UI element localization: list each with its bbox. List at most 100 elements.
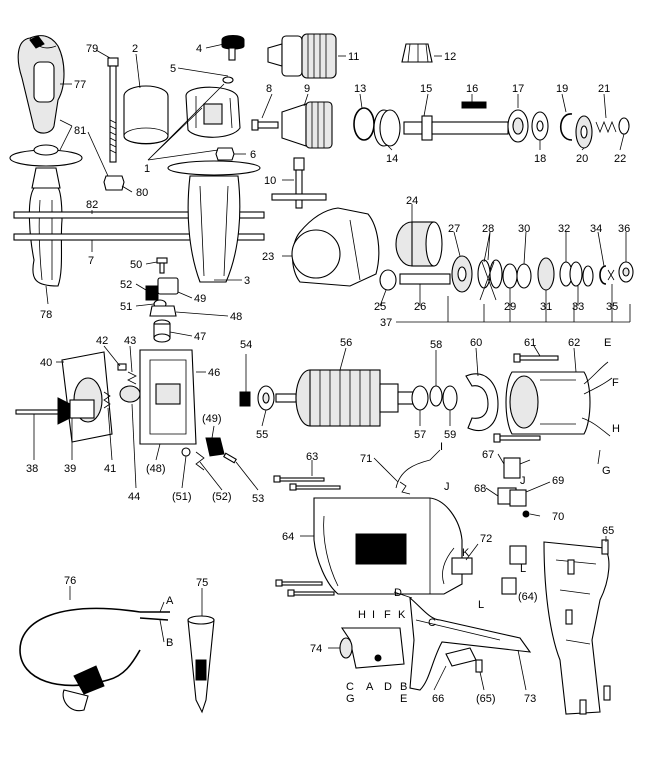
callout-54: 54 [240, 339, 252, 351]
callout-E-switch: E [400, 693, 407, 705]
callout-28: 28 [482, 223, 494, 235]
washer-part-30 [516, 263, 532, 289]
callout-H-switch: H [358, 609, 366, 621]
callout-64: 64 [282, 531, 294, 543]
callout-13: 13 [354, 83, 366, 95]
callout-77: 77 [74, 79, 86, 91]
key-part-16 [461, 101, 487, 109]
spring-part-52-alt [195, 451, 205, 471]
callout-14: 14 [386, 153, 398, 165]
callout-64-paren: (64) [518, 591, 538, 603]
callout-26: 26 [414, 301, 426, 313]
bearing-plate-part-40 [61, 351, 113, 443]
gear-housing-part-46 [139, 349, 197, 445]
callout-10: 10 [264, 175, 276, 187]
bearing-part-55 [257, 385, 275, 411]
callout-35: 35 [606, 301, 618, 313]
callout-61: 61 [524, 337, 536, 349]
callout-48: 48 [230, 311, 242, 323]
baffle-part-60 [465, 373, 499, 431]
callout-A-cord: A [166, 595, 174, 607]
chuck-nut-part-12 [401, 43, 433, 63]
callout-41: 41 [104, 463, 116, 475]
depth-rod-part-7 [13, 233, 265, 241]
callout-78: 78 [40, 309, 52, 321]
spring-wire-part-71 [395, 449, 441, 495]
callout-38: 38 [26, 463, 38, 475]
callout-72: 72 [480, 533, 492, 545]
spring-part-21 [595, 120, 617, 134]
callout-D-switch: D [384, 681, 392, 693]
callout-69: 69 [552, 475, 564, 487]
callout-73: 73 [524, 693, 536, 705]
screw-part-61-lower [493, 433, 541, 443]
callout-H-top: H [612, 423, 620, 435]
callout-32: 32 [558, 223, 570, 235]
callout-33: 33 [572, 301, 584, 313]
callout-42: 42 [96, 335, 108, 347]
side-handle-part-81 [9, 144, 83, 189]
callout-75: 75 [196, 577, 208, 589]
bolt-part-79 [107, 57, 119, 163]
bushing-part-47 [153, 319, 171, 343]
callout-labels: 79 2 4 5 11 12 77 81 8 9 13 15 16 17 19 … [26, 43, 630, 705]
callout-22: 22 [614, 153, 626, 165]
spring-part-41 [103, 391, 111, 409]
pin-part-42 [117, 363, 127, 371]
callout-57: 57 [414, 429, 426, 441]
leader-lines [33, 43, 627, 691]
ball-part-51-alt [181, 447, 191, 457]
callout-24: 24 [406, 195, 418, 207]
spring-clip-part-35 [607, 269, 615, 281]
callout-B-cord: B [166, 637, 173, 649]
clamp-part-77 [17, 35, 65, 134]
callout-80: 80 [136, 187, 148, 199]
callout-68: 68 [474, 483, 486, 495]
callout-I-wire: I [440, 441, 443, 453]
callout-K-cap: K [462, 547, 470, 559]
callout-12: 12 [444, 51, 456, 63]
callout-25: 25 [374, 301, 386, 313]
brush-holder-part-67 [503, 457, 531, 479]
callout-70: 70 [552, 511, 564, 523]
callout-49: 49 [194, 293, 206, 305]
cap-part-54 [239, 391, 251, 407]
callout-47: 47 [194, 331, 206, 343]
washers-part-28 [477, 259, 503, 301]
callout-27: 27 [448, 223, 460, 235]
bearing-part-25 [379, 269, 397, 291]
callout-46: 46 [208, 367, 220, 379]
washer-part-58 [429, 385, 443, 407]
brush-cap-part-69 [509, 489, 527, 507]
callout-19: 19 [556, 83, 568, 95]
bearing-part-36 [618, 261, 634, 283]
power-cord-part-76 [19, 607, 170, 712]
depth-rod-part-82 [13, 211, 265, 219]
callout-74: 74 [310, 643, 322, 655]
handle-bracket-part-1 [185, 86, 241, 138]
callout-50: 50 [130, 259, 142, 271]
callout-6: 6 [250, 149, 256, 161]
callout-J-brush: J [520, 475, 526, 487]
handle-shell-part-64-alt [543, 541, 610, 715]
screw-part-61 [513, 353, 559, 363]
switch-part-74 [339, 627, 405, 669]
callout-G-switch: G [346, 693, 355, 705]
callout-11: 11 [348, 51, 359, 63]
nut-part-6 [215, 147, 235, 161]
key-chuck-part-9 [281, 101, 333, 149]
spring-part-43 [127, 371, 137, 385]
callout-67: 67 [482, 449, 494, 461]
callout-K-switch: K [398, 609, 406, 621]
nut-part-48 [149, 305, 177, 317]
circlip-part-19 [559, 113, 573, 141]
gear-part-31 [537, 257, 555, 291]
callout-76: 76 [64, 575, 76, 587]
callout-51: 51 [120, 301, 132, 313]
chuck-key-part-10 [271, 157, 327, 209]
callout-58: 58 [430, 339, 442, 351]
screw-part-53 [223, 452, 237, 464]
callout-56: 56 [340, 337, 352, 349]
callout-20: 20 [576, 153, 588, 165]
